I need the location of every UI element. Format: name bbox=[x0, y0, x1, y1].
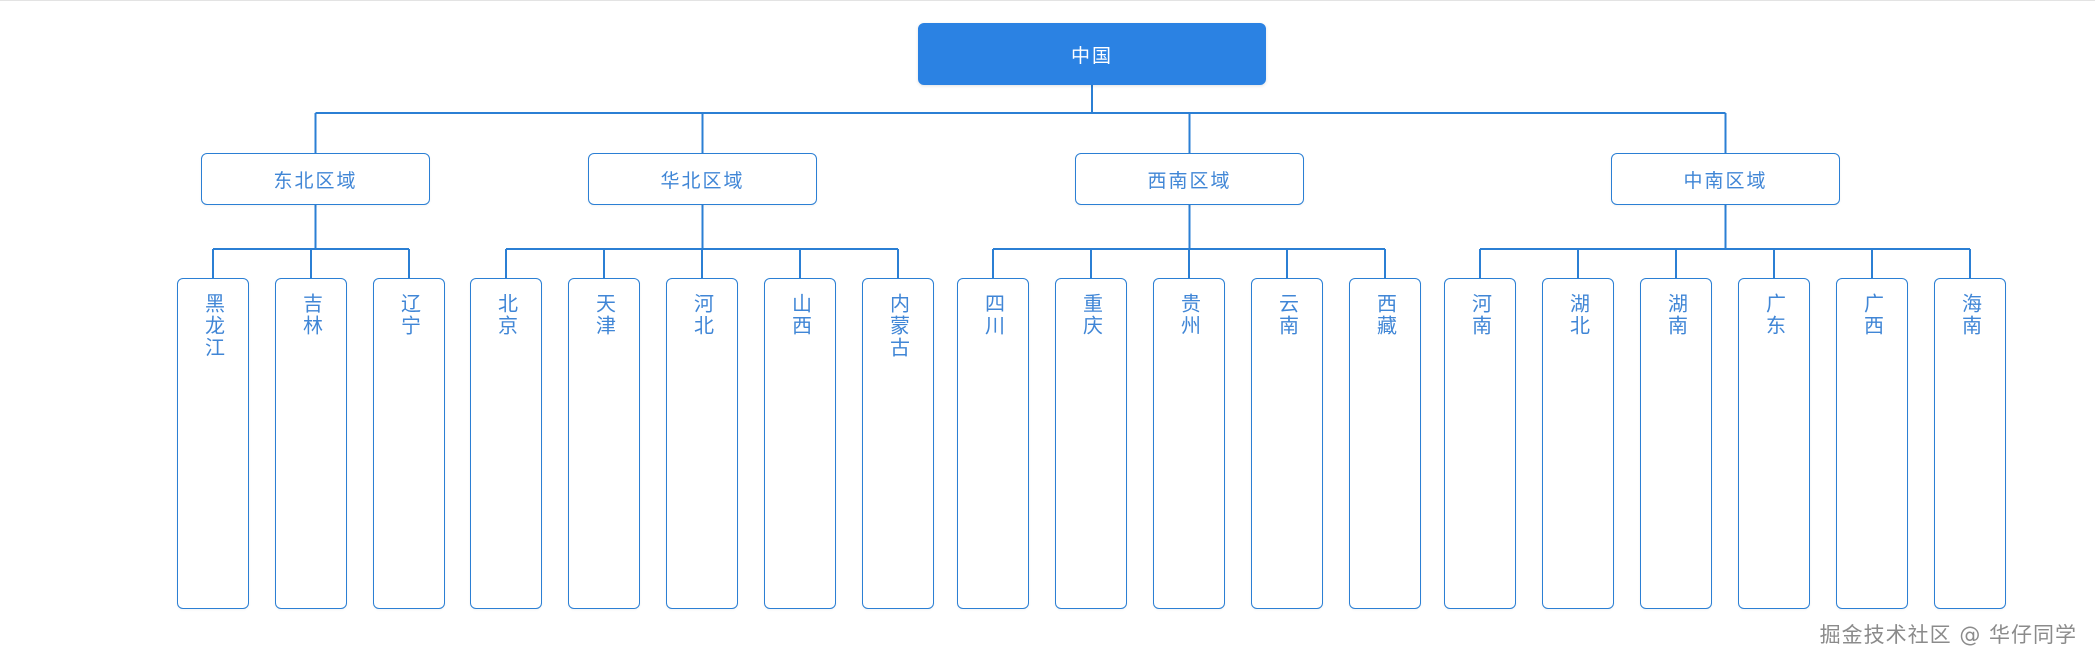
region-node-0-label: 东北区域 bbox=[273, 169, 358, 192]
province-node-2-0-label: 四川 bbox=[981, 293, 1006, 337]
province-node-2-3[interactable]: 云南 bbox=[1251, 278, 1323, 609]
root-node-china[interactable]: 中国 bbox=[918, 23, 1266, 85]
province-node-3-4[interactable]: 广西 bbox=[1836, 278, 1908, 609]
province-node-1-3-label: 山西 bbox=[788, 293, 813, 337]
province-node-3-5-label: 海南 bbox=[1958, 293, 1983, 337]
province-node-3-0[interactable]: 河南 bbox=[1444, 278, 1516, 609]
province-node-1-4[interactable]: 内蒙古 bbox=[862, 278, 934, 609]
province-node-2-2[interactable]: 贵州 bbox=[1153, 278, 1225, 609]
root-node-china-label: 中国 bbox=[1070, 44, 1113, 67]
province-node-1-2[interactable]: 河北 bbox=[666, 278, 738, 609]
province-node-2-1[interactable]: 重庆 bbox=[1055, 278, 1127, 609]
province-node-3-2-label: 湖南 bbox=[1664, 293, 1689, 337]
province-node-1-0[interactable]: 北京 bbox=[470, 278, 542, 609]
region-node-3[interactable]: 中南区域 bbox=[1611, 153, 1840, 205]
province-node-0-0[interactable]: 黑龙江 bbox=[177, 278, 249, 609]
province-node-3-1-label: 湖北 bbox=[1566, 293, 1591, 337]
province-node-3-3[interactable]: 广东 bbox=[1738, 278, 1810, 609]
province-node-2-4[interactable]: 西藏 bbox=[1349, 278, 1421, 609]
province-node-3-4-label: 广西 bbox=[1860, 293, 1885, 337]
province-node-0-1-label: 吉林 bbox=[299, 293, 324, 337]
province-node-3-0-label: 河南 bbox=[1468, 293, 1493, 337]
province-node-1-1-label: 天津 bbox=[592, 293, 617, 337]
region-node-2-label: 西南区域 bbox=[1147, 169, 1232, 192]
province-node-0-1[interactable]: 吉林 bbox=[275, 278, 347, 609]
province-node-1-1[interactable]: 天津 bbox=[568, 278, 640, 609]
province-node-3-2[interactable]: 湖南 bbox=[1640, 278, 1712, 609]
region-node-0[interactable]: 东北区域 bbox=[201, 153, 430, 205]
province-node-1-0-label: 北京 bbox=[494, 293, 519, 337]
province-node-2-1-label: 重庆 bbox=[1079, 293, 1104, 337]
province-node-3-3-label: 广东 bbox=[1762, 293, 1787, 337]
watermark-label: 掘金技术社区 @ 华仔同学 bbox=[1819, 623, 2077, 647]
province-node-0-0-label: 黑龙江 bbox=[201, 293, 226, 359]
province-node-2-2-label: 贵州 bbox=[1177, 293, 1202, 337]
province-node-0-2-label: 辽宁 bbox=[397, 293, 422, 337]
region-node-1[interactable]: 华北区域 bbox=[588, 153, 817, 205]
province-node-3-1[interactable]: 湖北 bbox=[1542, 278, 1614, 609]
province-node-2-3-label: 云南 bbox=[1275, 293, 1300, 337]
region-node-2[interactable]: 西南区域 bbox=[1075, 153, 1304, 205]
province-node-1-4-label: 内蒙古 bbox=[886, 293, 911, 359]
province-node-1-2-label: 河北 bbox=[690, 293, 715, 337]
province-node-1-3[interactable]: 山西 bbox=[764, 278, 836, 609]
province-node-2-4-label: 西藏 bbox=[1373, 293, 1398, 337]
region-node-1-label: 华北区域 bbox=[660, 169, 745, 192]
province-node-3-5[interactable]: 海南 bbox=[1934, 278, 2006, 609]
region-node-3-label: 中南区域 bbox=[1683, 169, 1768, 192]
province-node-2-0[interactable]: 四川 bbox=[957, 278, 1029, 609]
province-node-0-2[interactable]: 辽宁 bbox=[373, 278, 445, 609]
